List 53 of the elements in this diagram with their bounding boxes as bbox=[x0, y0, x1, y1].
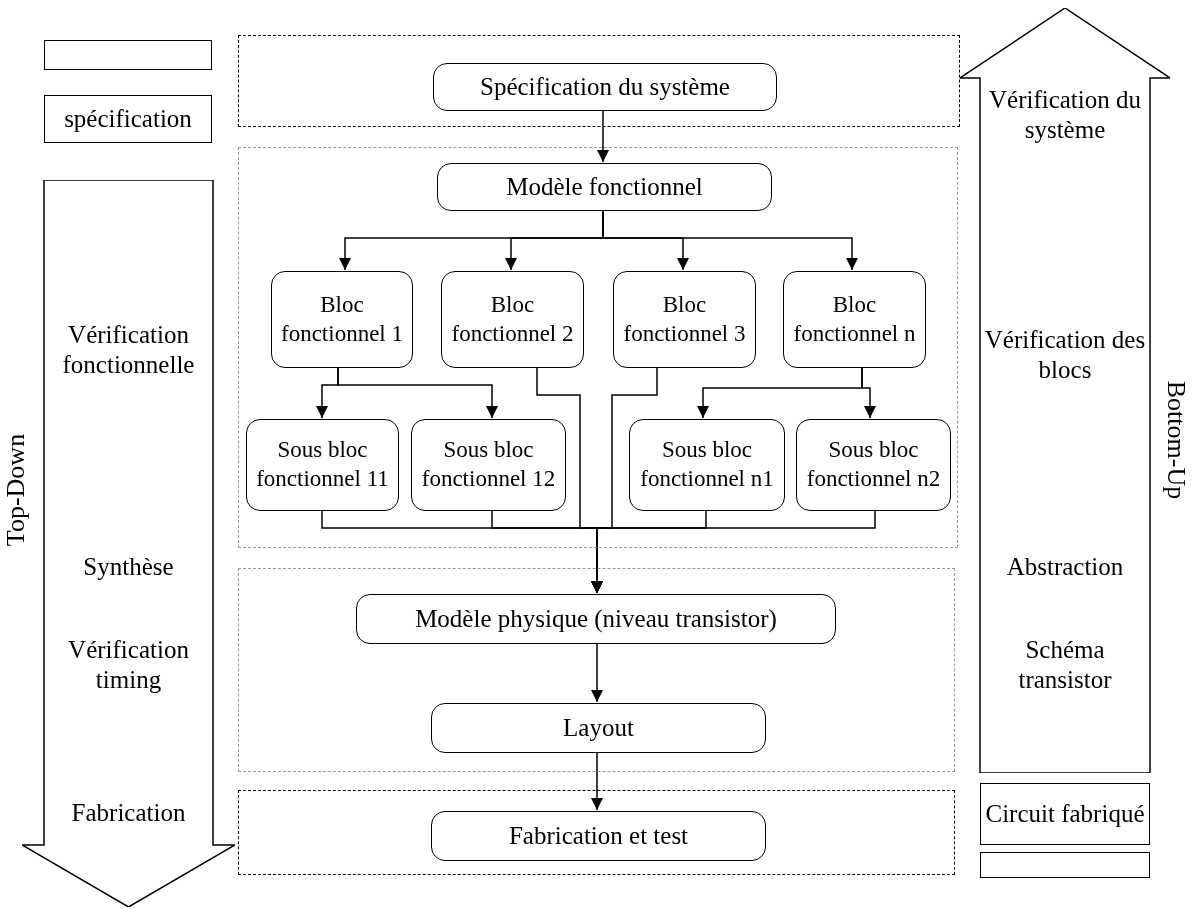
process-box bbox=[271, 271, 413, 368]
side-label: Bottom-Up bbox=[1161, 380, 1191, 500]
label-box bbox=[44, 95, 212, 143]
box-label: Modèle physique (niveau transistor) bbox=[415, 604, 777, 634]
box-label: Bloc fonctionnel 1 bbox=[280, 290, 404, 348]
box-label: spécification bbox=[64, 104, 192, 134]
box-label: Sous bloc fonctionnel 12 bbox=[420, 436, 557, 493]
box-label: Layout bbox=[563, 713, 634, 743]
stage-frame bbox=[238, 35, 960, 127]
process-box bbox=[796, 419, 951, 511]
process-box bbox=[411, 419, 566, 511]
process-box bbox=[437, 163, 772, 211]
box-label: Bloc fonctionnel 2 bbox=[450, 290, 575, 348]
stage-frame bbox=[238, 790, 955, 875]
box-label: Sous bloc fonctionnel 11 bbox=[255, 436, 390, 493]
stage-label: Abstraction bbox=[1005, 552, 1125, 582]
process-box bbox=[629, 419, 785, 511]
arrow bbox=[597, 109, 609, 163]
process-box bbox=[441, 271, 584, 368]
stage-label: Fabrication bbox=[70, 798, 187, 828]
stage-frame bbox=[238, 147, 958, 548]
box-label: Modèle fonctionnel bbox=[506, 172, 703, 202]
arrow bbox=[337, 366, 498, 419]
stage-label: Vérification des blocs bbox=[983, 325, 1147, 385]
process-box bbox=[356, 594, 836, 644]
side-label: Top-Down bbox=[1, 433, 31, 547]
box-label: Circuit fabriqué bbox=[985, 799, 1145, 829]
process-box bbox=[431, 811, 766, 861]
process-box bbox=[613, 271, 756, 368]
stage-label: Vérification timing bbox=[67, 635, 190, 695]
empty-box bbox=[980, 852, 1150, 878]
stage-label: Vérification fonctionnelle bbox=[61, 320, 196, 380]
arrow bbox=[602, 209, 858, 271]
label-box bbox=[980, 783, 1150, 845]
process-box bbox=[783, 271, 926, 368]
stage-label: Schéma transistor bbox=[1017, 635, 1113, 695]
box-label: Fabrication et test bbox=[508, 821, 689, 851]
box-label: Sous bloc fonctionnel n1 bbox=[639, 436, 775, 493]
box-label: Bloc fonctionnel n bbox=[792, 290, 917, 348]
process-box bbox=[246, 419, 399, 511]
arrow bbox=[861, 366, 876, 419]
process-box bbox=[431, 703, 766, 753]
stage-label: Synthèse bbox=[82, 552, 175, 582]
arrow bbox=[591, 751, 603, 811]
box-label: Sous bloc fonctionnel n2 bbox=[805, 436, 942, 493]
process-box bbox=[433, 63, 777, 111]
stage-frame bbox=[238, 568, 955, 772]
box-label: Spécification du système bbox=[480, 72, 730, 102]
box-label: Bloc fonctionnel 3 bbox=[622, 290, 747, 348]
empty-box bbox=[44, 40, 212, 70]
arrow bbox=[591, 642, 603, 703]
arrow bbox=[591, 509, 876, 594]
stage-label: Vérification du système bbox=[988, 85, 1142, 145]
